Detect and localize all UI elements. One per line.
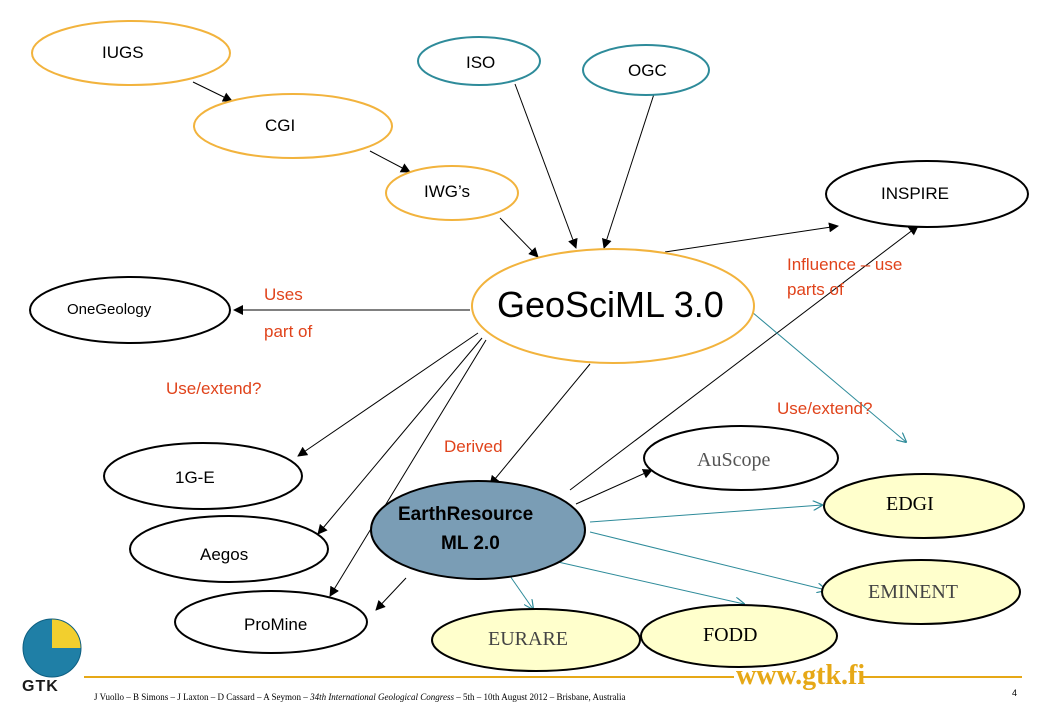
footer-credits: J Vuollo – B Simons – J Laxton – D Cassa… xyxy=(94,692,625,702)
label-onegeology: OneGeology xyxy=(67,301,152,318)
credits-congress: 34th International Geological Congress xyxy=(310,692,454,702)
edge-label-influence-2: parts of xyxy=(787,280,844,299)
node-promine xyxy=(174,590,368,654)
label-iugs: IUGS xyxy=(102,43,144,62)
edge-iugs-cgi xyxy=(192,81,233,102)
edge-iso-geosciml xyxy=(514,83,578,249)
node-onegeology xyxy=(29,276,231,344)
edge-label-uses: Uses xyxy=(264,285,303,304)
edge-label-influence-1: Influence – use xyxy=(787,255,903,274)
node-inspire xyxy=(825,160,1029,228)
node-geosciml xyxy=(471,248,755,364)
edges xyxy=(192,81,919,611)
footer-divider-right xyxy=(862,676,1022,678)
edge-earthresource-promine xyxy=(375,577,407,611)
footer-url[interactable]: www.gtk.fi xyxy=(736,660,866,691)
node-1ge xyxy=(103,442,303,510)
credits-authors: J Vuollo – B Simons – J Laxton – D Cassa… xyxy=(94,692,311,702)
gtk-logo-text: GTK xyxy=(22,678,59,695)
edge-earthresource-auscope xyxy=(575,469,653,505)
label-auscope: AuScope xyxy=(697,449,771,471)
edge-cgi-iwgs xyxy=(369,150,411,173)
label-ogc: OGC xyxy=(628,61,667,80)
label-edgi: EDGI xyxy=(886,493,934,515)
edge-geosciml-promine xyxy=(329,339,487,597)
edge-label-derived: Derived xyxy=(444,437,503,456)
edge-earthresource-fodd xyxy=(557,561,744,604)
label-aegos: Aegos xyxy=(200,545,249,564)
label-iso: ISO xyxy=(466,53,496,72)
footer-divider-left xyxy=(84,676,734,678)
edge-geosciml-earthresource xyxy=(489,363,591,486)
node-iso xyxy=(417,36,541,86)
label-geosciml: GeoSciML 3.0 xyxy=(497,284,724,325)
label-eminent: EMINENT xyxy=(868,581,958,603)
edge-geosciml-inspire xyxy=(664,222,839,253)
edge-geosciml-edgi xyxy=(751,311,906,442)
edge-earthresource-eminent xyxy=(589,531,826,590)
node-iwgs xyxy=(385,165,519,221)
label-cgi: CGI xyxy=(265,116,296,135)
edge-geosciml-aegos xyxy=(317,337,483,535)
node-ogc xyxy=(582,44,710,96)
node-auscope xyxy=(643,425,839,491)
label-earthresource-1: EarthResource xyxy=(398,504,534,525)
label-promine: ProMine xyxy=(244,615,308,634)
edge-iwgs-geosciml xyxy=(499,217,539,258)
edge-label-use-extend-right: Use/extend? xyxy=(777,399,873,418)
edge-geosciml-1ge xyxy=(297,332,479,457)
node-fodd xyxy=(640,604,838,668)
node-eurare xyxy=(431,608,641,672)
edge-ogc-geosciml xyxy=(602,93,655,249)
edge-label-part-of: part of xyxy=(264,322,313,341)
label-earthresource-2: ML 2.0 xyxy=(441,533,500,554)
label-1ge: 1G-E xyxy=(175,468,215,487)
node-cgi xyxy=(193,93,393,159)
edge-earthresource-eurare xyxy=(509,575,533,609)
label-fodd: FODD xyxy=(703,624,758,646)
page-number: 4 xyxy=(1012,688,1018,698)
label-inspire: INSPIRE xyxy=(881,184,950,203)
node-earthresource xyxy=(370,480,586,580)
node-aegos xyxy=(129,515,329,583)
credits-dates: – 5th – 10th August 2012 – Brisbane, Aus… xyxy=(453,692,626,702)
label-eurare: EURARE xyxy=(488,628,568,650)
edge-earthresource-edgi xyxy=(589,505,822,523)
edge-label-use-extend-left: Use/extend? xyxy=(166,379,262,398)
node-edgi xyxy=(823,473,1025,539)
edge-earthresource-inspire xyxy=(569,225,919,491)
node-iugs xyxy=(31,20,231,86)
node-eminent xyxy=(821,559,1021,625)
label-iwgs: IWG’s xyxy=(424,182,470,201)
gtk-logo-icon xyxy=(22,618,82,678)
nodes xyxy=(29,20,1029,672)
